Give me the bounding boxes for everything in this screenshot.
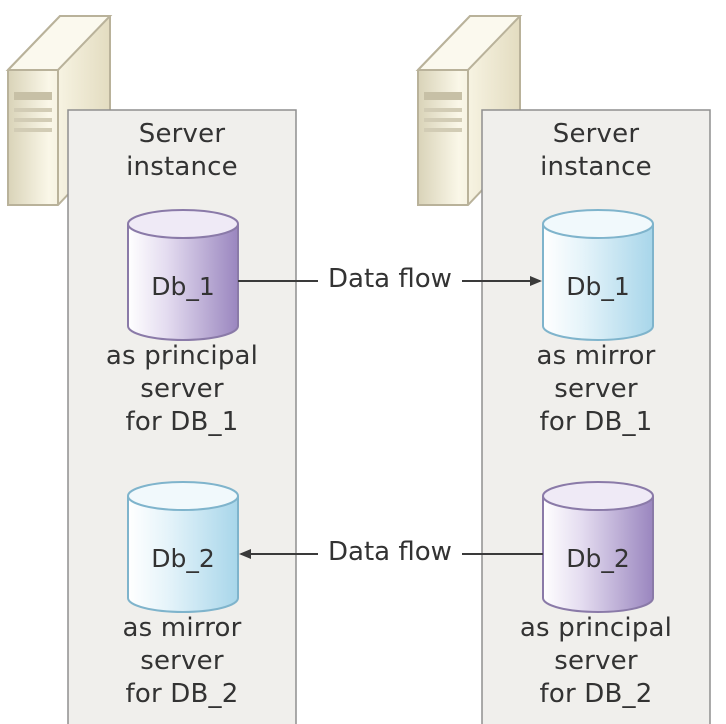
role-caption-right-db1: as mirror server for DB_1 <box>536 341 656 437</box>
db-label-right-db2: Db_2 <box>566 544 630 573</box>
database-cylinder-right-db1 <box>542 209 654 341</box>
database-cylinder-left-db2 <box>127 481 239 613</box>
server-instance-title-left: Server instance <box>126 119 238 182</box>
role-caption-right-db2: as principal server for DB_2 <box>519 613 673 709</box>
role-caption-left-db2: as mirror server for DB_2 <box>122 613 242 709</box>
role-caption-left-db1: as principal server for DB_1 <box>105 341 259 437</box>
data-flow-label-top: Data flow <box>318 264 462 294</box>
data-flow-label-bottom: Data flow <box>318 537 462 567</box>
database-cylinder-left-db1 <box>127 209 239 341</box>
db-label-left-db1: Db_1 <box>151 272 215 301</box>
server-instance-title-right: Server instance <box>540 119 652 182</box>
db-label-left-db2: Db_2 <box>151 544 215 573</box>
database-cylinder-right-db2 <box>542 481 654 613</box>
db-label-right-db1: Db_1 <box>566 272 630 301</box>
